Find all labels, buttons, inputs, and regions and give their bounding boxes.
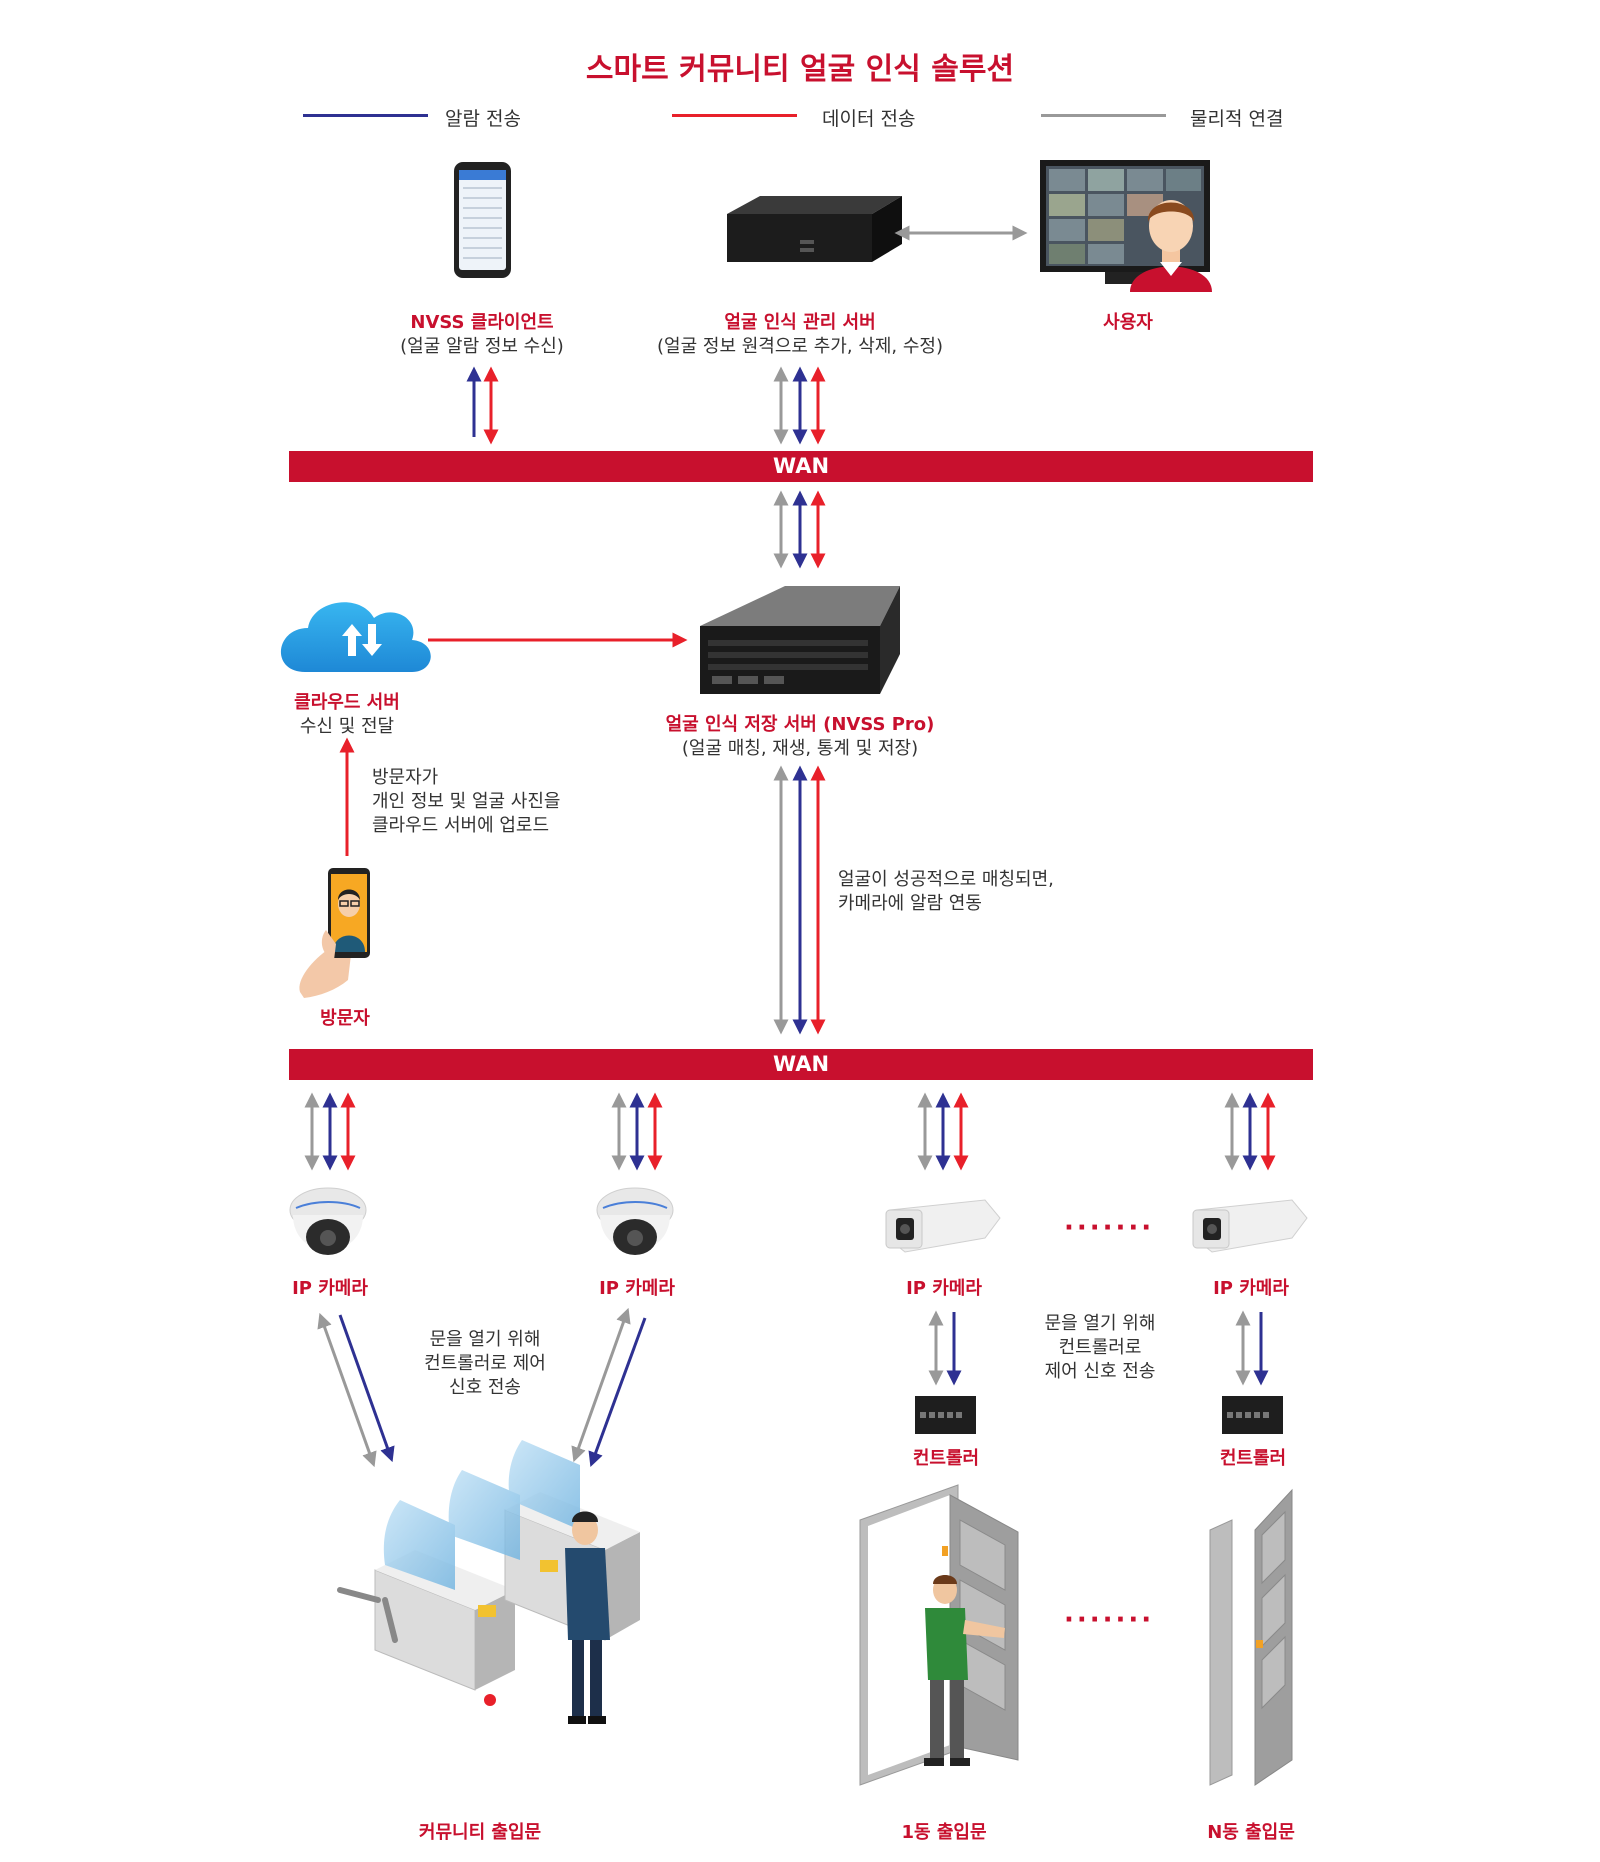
- dome-camera-1: [289, 1187, 367, 1255]
- visitor-upload-line-2: 개인 정보 및 얼굴 사진을: [372, 791, 561, 812]
- visitor-label: 방문자: [320, 1008, 370, 1029]
- nvss-client-label: NVSS 클라이언트: [410, 312, 554, 333]
- mini-server-icon: [727, 196, 902, 262]
- controller-label-1: 컨트롤러: [912, 1448, 980, 1469]
- cloud-server-icon: [280, 602, 431, 672]
- ip-camera-label-4: IP 카메라: [1213, 1278, 1289, 1299]
- ip-camera-label-2: IP 카메라: [599, 1278, 675, 1299]
- visitor-phone-icon: [299, 868, 370, 998]
- legend-label-data: 데이터 전송: [822, 108, 916, 130]
- door-signal-right-line-1: 문을 열기 위해: [1044, 1313, 1156, 1334]
- turnstile-gates-illustration: [337, 1440, 640, 1724]
- mgmt-server-desc: (얼굴 정보 원격으로 추가, 삭제, 수정): [657, 336, 943, 357]
- community-gate-label: 커뮤니티 출입문: [418, 1822, 542, 1843]
- controller-label-2: 컨트롤러: [1219, 1448, 1287, 1469]
- legend-line-data: [672, 114, 797, 117]
- legend-line-alarm: [303, 114, 428, 117]
- mgmt-server-label: 얼굴 인식 관리 서버: [724, 312, 876, 333]
- door-signal-note-left: 문을 열기 위해 컨트롤러로 제어 신호 전송: [400, 1328, 570, 1400]
- controller-device-1: [915, 1396, 976, 1434]
- door-signal-note-right: 문을 열기 위해 컨트롤러로 제어 신호 전송: [1015, 1312, 1185, 1384]
- match-alarm-note: 얼굴이 성공적으로 매칭되면, 카메라에 알람 연동: [838, 868, 1054, 916]
- door-building1-illustration: [859, 1484, 1019, 1786]
- door-buildingN-illustration: [1209, 1488, 1293, 1786]
- match-alarm-line-1: 얼굴이 성공적으로 매칭되면,: [838, 869, 1054, 890]
- cloud-server-label: 클라우드 서버: [294, 692, 400, 713]
- legend-line-physical: [1041, 114, 1166, 117]
- monitor-user-icon: [1040, 160, 1212, 292]
- storage-server-icon: [700, 586, 900, 694]
- door-ellipsis: ·······: [1064, 1605, 1155, 1635]
- door-signal-right-line-2: 컨트롤러로: [1058, 1337, 1142, 1358]
- door-signal-left-line-3: 신호 전송: [449, 1377, 521, 1398]
- match-alarm-line-2: 카메라에 알람 연동: [838, 893, 982, 914]
- storage-server-label: 얼굴 인식 저장 서버 (NVSS Pro): [665, 714, 935, 735]
- user-label: 사용자: [1103, 312, 1153, 333]
- ip-camera-label-3: IP 카메라: [906, 1278, 982, 1299]
- page-title: 스마트 커뮤니티 얼굴 인식 솔루션: [585, 52, 1015, 87]
- visitor-upload-line-3: 클라우드 서버에 업로드: [372, 815, 550, 836]
- ip-camera-label-1: IP 카메라: [292, 1278, 368, 1299]
- visitor-upload-line-1: 방문자가: [372, 767, 439, 788]
- door-signal-right-line-3: 제어 신호 전송: [1044, 1361, 1156, 1382]
- visitor-upload-note: 방문자가 개인 정보 및 얼굴 사진을 클라우드 서버에 업로드: [372, 766, 561, 838]
- bullet-camera-2: [1192, 1199, 1308, 1253]
- nvss-client-desc: (얼굴 알람 정보 수신): [400, 336, 564, 357]
- cloud-server-desc: 수신 및 전달: [299, 716, 395, 737]
- legend-label-alarm: 알람 전송: [445, 108, 521, 130]
- wan-camera-links: [304, 1092, 1276, 1171]
- door-signal-left-line-2: 컨트롤러로 제어: [424, 1353, 546, 1374]
- door-signal-left-line-1: 문을 열기 위해: [429, 1329, 541, 1350]
- legend-label-physical: 물리적 연결: [1190, 108, 1284, 130]
- wan-bar-top: WAN: [289, 451, 1313, 482]
- camera-ellipsis: ·······: [1064, 1213, 1155, 1243]
- buildingN-gate-label: N동 출입문: [1207, 1822, 1295, 1843]
- controller-device-2: [1222, 1396, 1283, 1434]
- dome-camera-2: [596, 1187, 674, 1255]
- storage-server-desc: (얼굴 매칭, 재생, 통계 및 저장): [681, 738, 919, 759]
- smartphone-icon: [454, 162, 511, 278]
- building1-gate-label: 1동 출입문: [901, 1822, 987, 1843]
- wan-bar-bottom: WAN: [289, 1049, 1313, 1080]
- bullet-camera-1: [885, 1199, 1001, 1253]
